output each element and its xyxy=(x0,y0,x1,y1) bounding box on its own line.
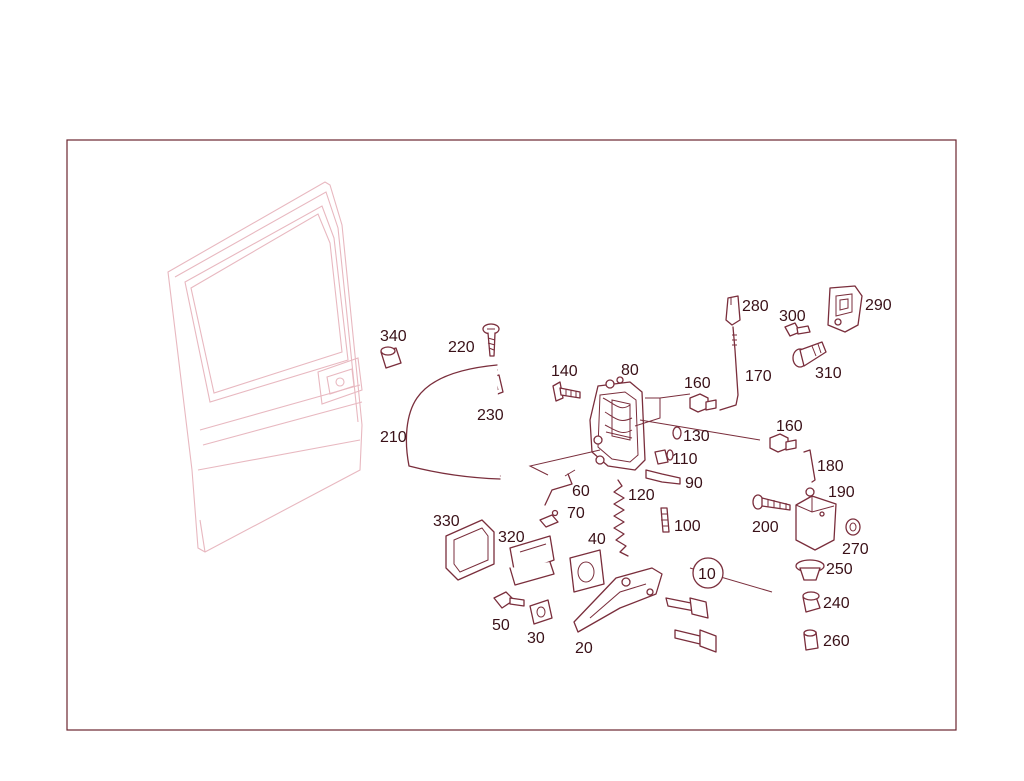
callout-100: 100 xyxy=(674,518,701,535)
part-160-lower-clip xyxy=(769,433,797,453)
part-130-ring xyxy=(672,426,682,440)
callout-120: 120 xyxy=(628,487,655,504)
callout-300: 300 xyxy=(779,308,806,325)
part-280-knob xyxy=(725,295,741,326)
callout-10: 10 xyxy=(698,566,716,583)
callout-140: 140 xyxy=(551,363,578,380)
callout-160-lower: 160 xyxy=(776,418,803,435)
callout-290: 290 xyxy=(865,297,892,314)
callout-80: 80 xyxy=(621,362,639,379)
part-120-spring xyxy=(613,479,629,557)
leader-lines-lock xyxy=(528,393,761,477)
callout-190: 190 xyxy=(828,484,855,501)
callout-330: 330 xyxy=(433,513,460,530)
part-310-bolt xyxy=(792,341,827,368)
callout-70: 70 xyxy=(567,505,585,522)
callout-labels: 340 220 230 210 140 80 160 160 280 170 2… xyxy=(380,297,892,657)
part-170-rod xyxy=(719,326,739,411)
part-50-screw xyxy=(493,591,525,609)
callout-230: 230 xyxy=(477,407,504,424)
callout-320: 320 xyxy=(498,529,525,546)
callout-160-upper: 160 xyxy=(684,375,711,392)
callout-270: 270 xyxy=(842,541,869,558)
part-200-screw xyxy=(752,494,791,511)
callout-40: 40 xyxy=(588,531,606,548)
callout-340: 340 xyxy=(380,328,407,345)
part-60-rod xyxy=(544,473,573,506)
part-20-handle xyxy=(573,567,663,633)
part-210-rod xyxy=(405,364,501,480)
part-270-ring xyxy=(845,518,861,536)
part-180-rod xyxy=(803,449,816,483)
callout-30: 30 xyxy=(527,630,545,647)
part-160-upper-clip xyxy=(689,393,717,413)
callout-130: 130 xyxy=(683,428,710,445)
part-300-screw xyxy=(784,322,811,337)
part-240-grommet xyxy=(802,591,821,613)
callout-310: 310 xyxy=(815,365,842,382)
callout-210: 210 xyxy=(380,429,407,446)
part-220-screw xyxy=(482,323,500,357)
callout-110: 110 xyxy=(672,451,698,468)
callout-170: 170 xyxy=(745,368,772,385)
part-260-cap xyxy=(803,629,819,651)
part-110-pin xyxy=(654,449,674,465)
callout-60: 60 xyxy=(572,483,590,500)
part-90-key xyxy=(645,469,681,485)
part-10-key-set xyxy=(665,557,773,653)
part-140-screw xyxy=(552,381,581,402)
part-70-clip xyxy=(539,509,559,528)
diagram-frame xyxy=(66,139,957,731)
part-340-bushing xyxy=(380,346,402,369)
part-40-escutcheon xyxy=(569,549,605,593)
door-outline xyxy=(167,181,363,553)
callout-180: 180 xyxy=(817,458,844,475)
callout-50: 50 xyxy=(492,617,510,634)
callout-250: 250 xyxy=(826,561,853,578)
part-100-pin xyxy=(660,507,670,533)
part-80-lock xyxy=(589,376,646,471)
part-330-gasket xyxy=(445,519,495,581)
part-290-striker xyxy=(827,285,863,333)
part-320-bracket xyxy=(509,535,555,586)
callout-220: 220 xyxy=(448,339,475,356)
callout-20: 20 xyxy=(575,640,593,657)
part-190-actuator xyxy=(795,487,837,551)
part-250-grommet xyxy=(795,559,825,581)
callout-260: 260 xyxy=(823,633,850,650)
callout-90: 90 xyxy=(685,475,703,492)
part-30-clip xyxy=(529,599,553,625)
callout-200: 200 xyxy=(752,519,779,536)
callout-240: 240 xyxy=(823,595,850,612)
callout-280: 280 xyxy=(742,298,769,315)
